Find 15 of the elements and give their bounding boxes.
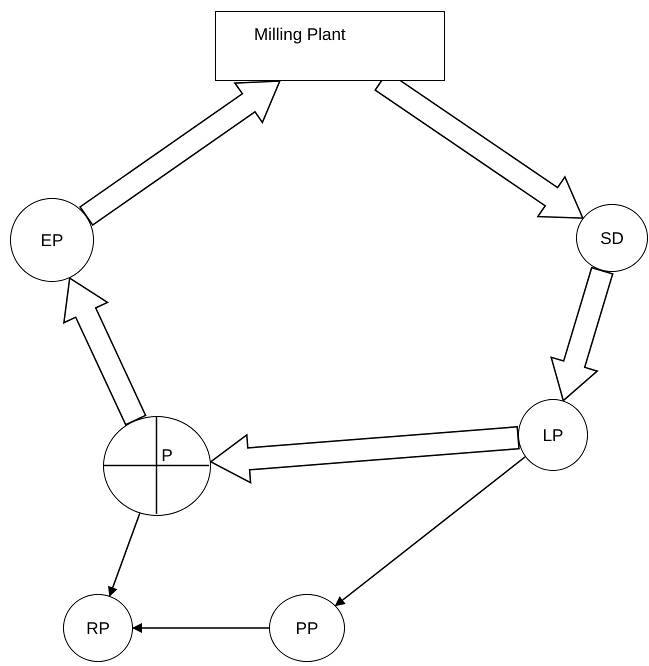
node-label: EP (40, 232, 64, 248)
arrow (108, 513, 140, 597)
arrow (334, 456, 526, 606)
node-label: RP (86, 620, 110, 636)
node-label: Milling Plant (254, 26, 346, 43)
node-label: PP (296, 620, 318, 636)
arrow (132, 623, 269, 633)
block-arrow (62, 276, 147, 426)
block-arrow (550, 266, 614, 402)
node-label: LP (542, 426, 564, 444)
process-box (215, 11, 445, 81)
node-label: SD (600, 230, 624, 246)
block-arrow (209, 426, 520, 484)
node-label: P (161, 446, 173, 464)
block-arrow (79, 80, 281, 226)
